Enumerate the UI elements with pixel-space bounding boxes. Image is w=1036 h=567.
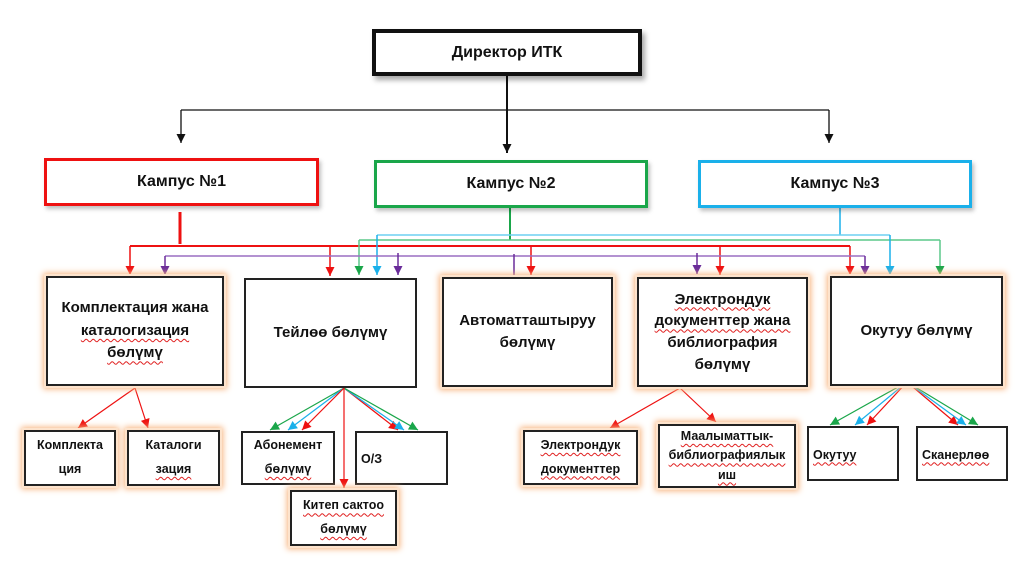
dept-label-line: бөлүмү [107,344,163,362]
connector-line [679,387,717,423]
arrowhead-icon [885,266,895,275]
arrowhead-icon [845,266,855,275]
arrowhead-icon [372,266,382,275]
subunit-label-line: Маалыматтык- [680,428,774,443]
connector-line [343,387,405,431]
arrowhead-icon [354,266,364,275]
subunit-scanning: Сканерлөө [916,426,1008,481]
subunit-label-line: зация [155,462,192,476]
subunit-label-line: бөлүмү [320,522,367,536]
campus-1-box: Кампус №1 [44,158,319,206]
dept-label-line: Тейлөө бөлүмү [273,323,388,341]
arrowhead-icon [715,266,725,275]
campus-1-label: Кампус №1 [137,173,226,190]
connector-line [906,381,967,426]
arrowhead-icon [176,134,186,143]
connector-line [343,387,399,431]
arrowhead-icon [393,266,403,275]
connector-line [866,381,908,426]
campus-3-label: Кампус №3 [790,175,880,192]
subunit-electronic-docs: Электрондук документтер [523,430,638,485]
dept-label-line: бөлүмү [694,355,751,373]
subunit-label-line: Каталоги [145,438,202,453]
dept-label-line: бөлүмү [499,334,556,351]
connector-line [829,381,908,426]
director-label: Директор ИТК [451,43,563,61]
arrowhead-icon [160,266,170,275]
dept-electronic-docs-bibliography: Электрондук документтер жана библиографи… [637,277,808,387]
arrowhead-icon [526,266,536,275]
subunit-label-line: документтер [540,461,621,476]
subunit-label-line: иш [717,467,737,482]
connector-line [906,381,979,426]
dept-service: Тейлөө бөлүмү [244,278,417,388]
arrowhead-icon [502,144,512,153]
arrowhead-icon [125,266,135,275]
dept-label-line: Окутуу бөлүмү [860,321,973,339]
subunit-label-line: О/З [361,452,383,467]
subunit-label-line: Китеп сактоо [303,498,384,513]
connector-line [134,387,149,429]
dept-automation: Автоматташтыруу бөлүмү [442,277,613,387]
director-box: Директор ИТК [372,29,642,76]
subunit-label-line: Абонемент [253,438,323,453]
arrowhead-icon [325,267,335,276]
dept-training: Окутуу бөлүмү [830,276,1003,386]
campus-2-label: Кампус №2 [466,175,556,192]
subunit-label-line: бөлүмү [264,462,312,476]
campus-3-box: Кампус №3 [698,160,972,208]
arrowhead-icon [860,266,870,275]
dept-label-line: Комплектация жана [61,299,209,317]
arrowhead-icon [935,266,945,275]
arrowhead-icon [339,479,349,488]
subunit-book-storage: Китеп сактоо бөлүмү [290,490,397,546]
connector-line [287,387,345,431]
connector-line [854,381,908,426]
arrowhead-icon [140,418,150,428]
subunit-label-line: ция [58,462,82,476]
connector-line [77,387,136,429]
subunit-cataloging: Каталоги зация [127,430,220,486]
subunit-info-bibliographic-work: Маалыматтык- библиографиялык иш [658,424,796,488]
subunit-training: Окутуу [807,426,899,481]
connector-line [301,387,345,431]
subunit-acquisition: Комплекта ция [24,430,116,486]
connector-line [343,387,419,431]
subunit-subscription: Абонемент бөлүмү [241,431,335,485]
subunit-label-line: Комплекта [37,438,103,453]
subunit-label-line: Электрондук [540,437,621,452]
dept-label-line: документтер жана [654,312,791,330]
subunit-label-line: Сканерлөө [922,447,990,462]
connector-line [269,387,345,431]
arrowhead-icon [692,265,702,274]
connector-line [609,387,681,429]
subunit-label-line: библиографиялык [668,448,786,463]
dept-label-line: библиография [667,334,778,351]
subunit-reading-room: О/З [355,431,448,485]
campus-2-box: Кампус №2 [374,160,648,208]
dept-acquisition-cataloging: Комплектация жана каталогизация бөлүмү [46,276,224,386]
connector-line [906,381,959,426]
dept-label-line: каталогизация [80,321,190,339]
subunit-label-line: Окутуу [813,447,857,462]
arrowhead-icon [824,134,834,143]
dept-label-line: Электрондук [674,290,771,308]
dept-label-line: Автоматташтыруу [459,311,596,329]
